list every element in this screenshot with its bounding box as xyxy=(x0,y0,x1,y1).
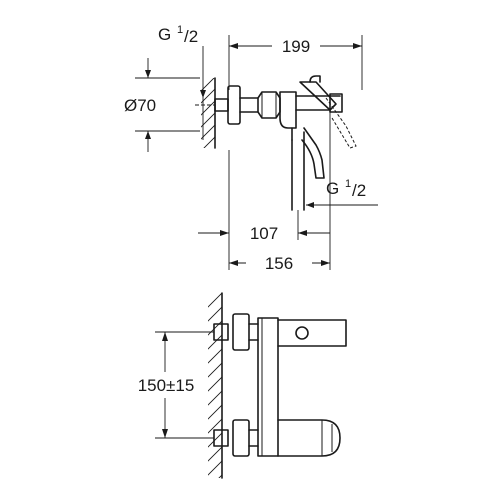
dim-handle-offset-label: 156 xyxy=(265,254,293,273)
upper-escutcheon xyxy=(232,313,250,351)
top-view xyxy=(208,292,347,479)
lever-handle-alt xyxy=(325,97,357,149)
inlet-connector xyxy=(214,98,229,112)
svg-text:1: 1 xyxy=(177,24,183,36)
dim-escutcheon-diameter-label: Ø70 xyxy=(124,96,156,115)
svg-text:G: G xyxy=(326,179,339,198)
lower-inlet-connector xyxy=(213,429,229,447)
svg-text:1: 1 xyxy=(345,178,351,190)
mixer-body-front xyxy=(257,317,279,457)
lower-escutcheon xyxy=(232,419,250,457)
mixer-body xyxy=(279,91,297,129)
svg-text:G: G xyxy=(158,25,171,44)
wall-hatching-bottom xyxy=(208,293,222,478)
spout xyxy=(291,127,325,179)
dim-outlet-thread: G 1 /2 xyxy=(306,178,378,208)
dim-inlet-centers: 150±15 xyxy=(138,331,214,439)
dim-overall-length: 199 xyxy=(228,35,363,90)
svg-text:/2: /2 xyxy=(184,27,198,46)
lever-handle-front xyxy=(277,319,347,347)
svg-text:/2: /2 xyxy=(352,181,366,200)
dim-spout-offset: 107 xyxy=(198,150,330,270)
lever-dot xyxy=(295,326,309,340)
dim-inlet-thread-top: G 1 /2 xyxy=(158,24,206,140)
dim-spout-offset-label: 107 xyxy=(250,224,278,243)
dim-inlet-centers-label: 150±15 xyxy=(138,376,195,395)
dim-handle-offset: 156 xyxy=(229,110,331,273)
wall-hatching-top xyxy=(201,78,215,148)
dim-escutcheon-diameter: Ø70 xyxy=(124,58,215,152)
escutcheon xyxy=(227,85,241,125)
outlet-body-front xyxy=(277,419,341,457)
coupling-nut xyxy=(257,91,281,119)
side-view xyxy=(201,75,357,211)
dim-overall-length-label: 199 xyxy=(282,37,310,56)
